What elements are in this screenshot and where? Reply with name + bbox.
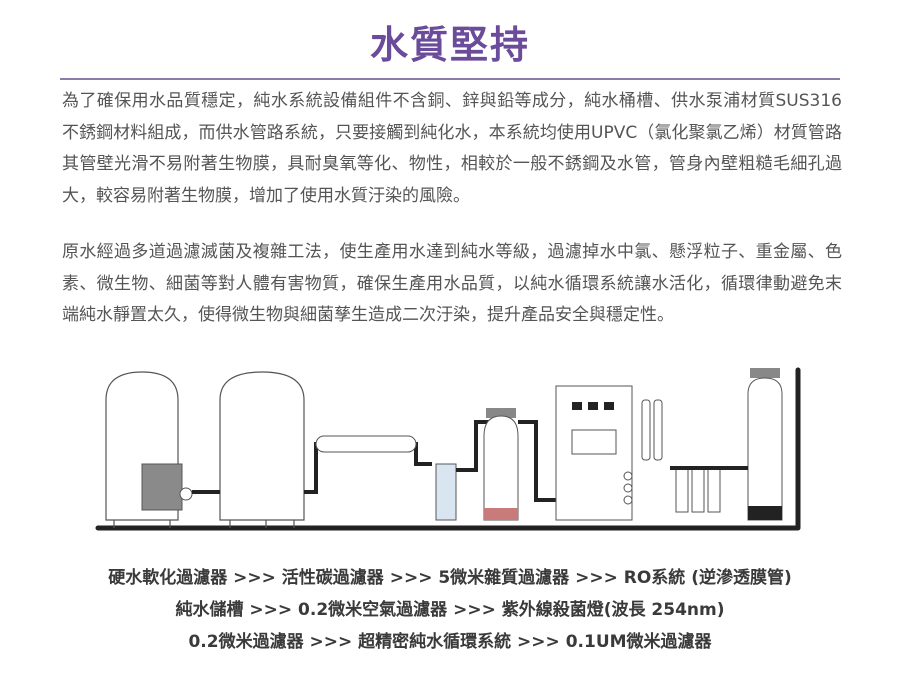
ro-control-cabinet-icon	[555, 385, 633, 521]
water-system-diagram	[95, 367, 801, 531]
process-flow-line-3: 0.2微米過濾器 >>> 超精密純水循環系統 >>> 0.1UM微米過濾器	[188, 632, 712, 652]
title-divider	[60, 78, 840, 80]
micron-filter-icon	[435, 463, 457, 521]
paragraph-materials: 為了確保用水品質穩定，純水系統設備組件不含銅、鋅與鉛等成分，純水桶槽、供水泵浦材…	[62, 91, 842, 206]
cartridge-filter-icon	[675, 467, 721, 513]
process-flow-line-2: 純水儲槽 >>> 0.2微米空氣過濾器 >>> 紫外線殺菌燈(波長 254nm)	[175, 600, 725, 620]
paragraph-process: 原水經過多道過濾滅菌及複雜工法，使生產用水達到純水等級，過濾掉水中氯、懸浮粒子、…	[62, 242, 842, 325]
page-title: 水質堅持	[369, 23, 530, 67]
ro-membrane-icon	[641, 399, 651, 461]
base-pipe	[95, 367, 801, 531]
process-flow-line-1: 硬水軟化過濾器 >>> 活性碳過濾器 >>> 5微米雜質過濾器 >>> RO系統…	[108, 568, 792, 588]
softener-vessel-icon	[483, 408, 519, 521]
ro-membrane-icon	[653, 399, 663, 461]
pump-icon	[141, 463, 183, 511]
carbon-filter-vessel-icon	[747, 368, 783, 521]
storage-tank-icon	[219, 371, 305, 528]
uv-lamp-icon	[315, 435, 417, 453]
